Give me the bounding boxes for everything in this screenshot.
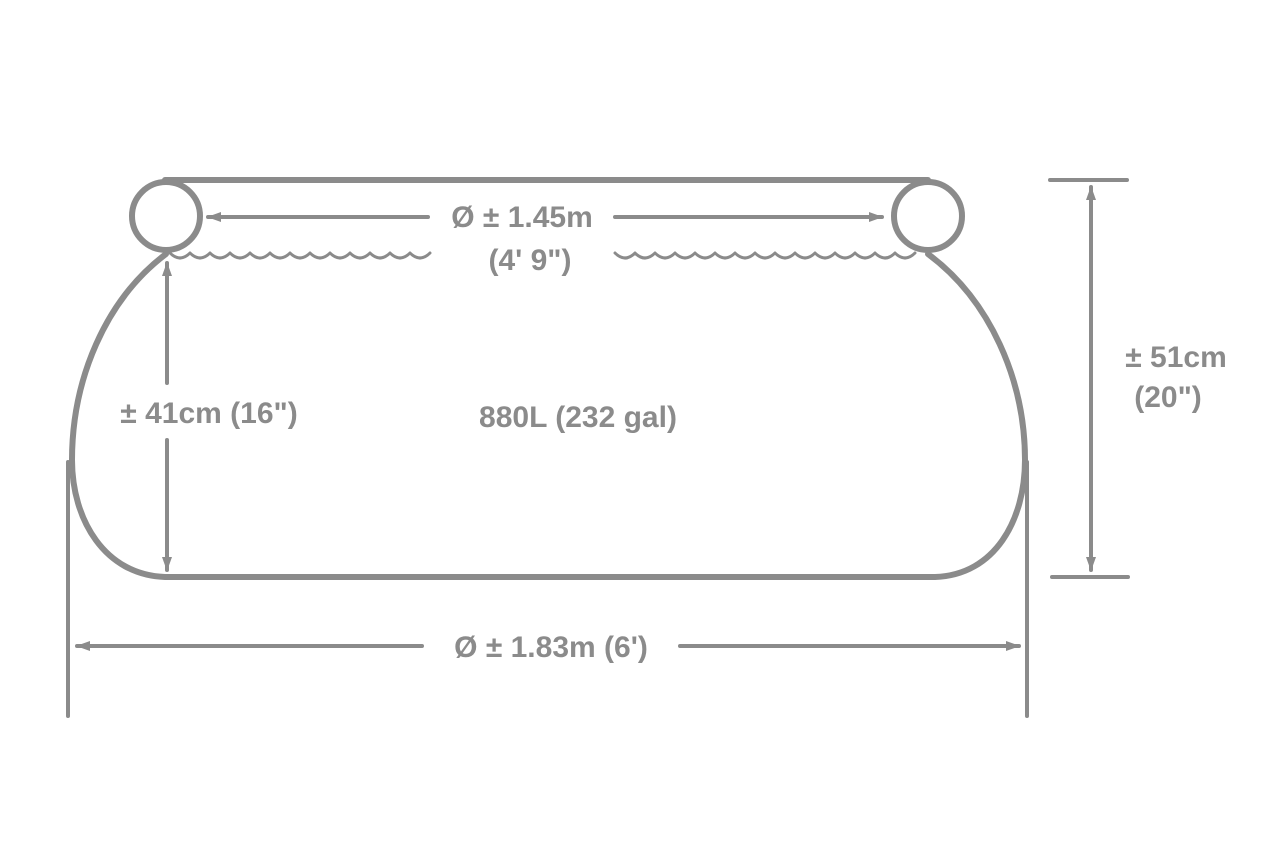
inner-diameter-metric-label: Ø ± 1.45m xyxy=(451,201,593,234)
water-wave-left xyxy=(168,251,432,260)
total-height-imperial-label: (20") xyxy=(1134,381,1202,414)
water-wave-right xyxy=(613,251,917,260)
capacity-label: 880L (232 gal) xyxy=(479,401,677,434)
water-surface xyxy=(168,251,917,260)
left-ring xyxy=(129,179,203,253)
outer-diameter-label: Ø ± 1.83m (6') xyxy=(454,631,648,664)
right-ring xyxy=(891,179,965,253)
pool-outline xyxy=(69,177,1028,580)
pool-wall xyxy=(69,251,1028,580)
total-height-metric-label: ± 51cm xyxy=(1125,341,1227,374)
dimension-lines xyxy=(66,178,1130,718)
inner-diameter-imperial-label: (4' 9") xyxy=(488,244,571,277)
water-depth-label: ± 41cm (16") xyxy=(120,397,297,430)
dimension-labels: Ø ± 1.45m (4' 9") ± 41cm (16") 880L (232… xyxy=(120,201,1226,664)
